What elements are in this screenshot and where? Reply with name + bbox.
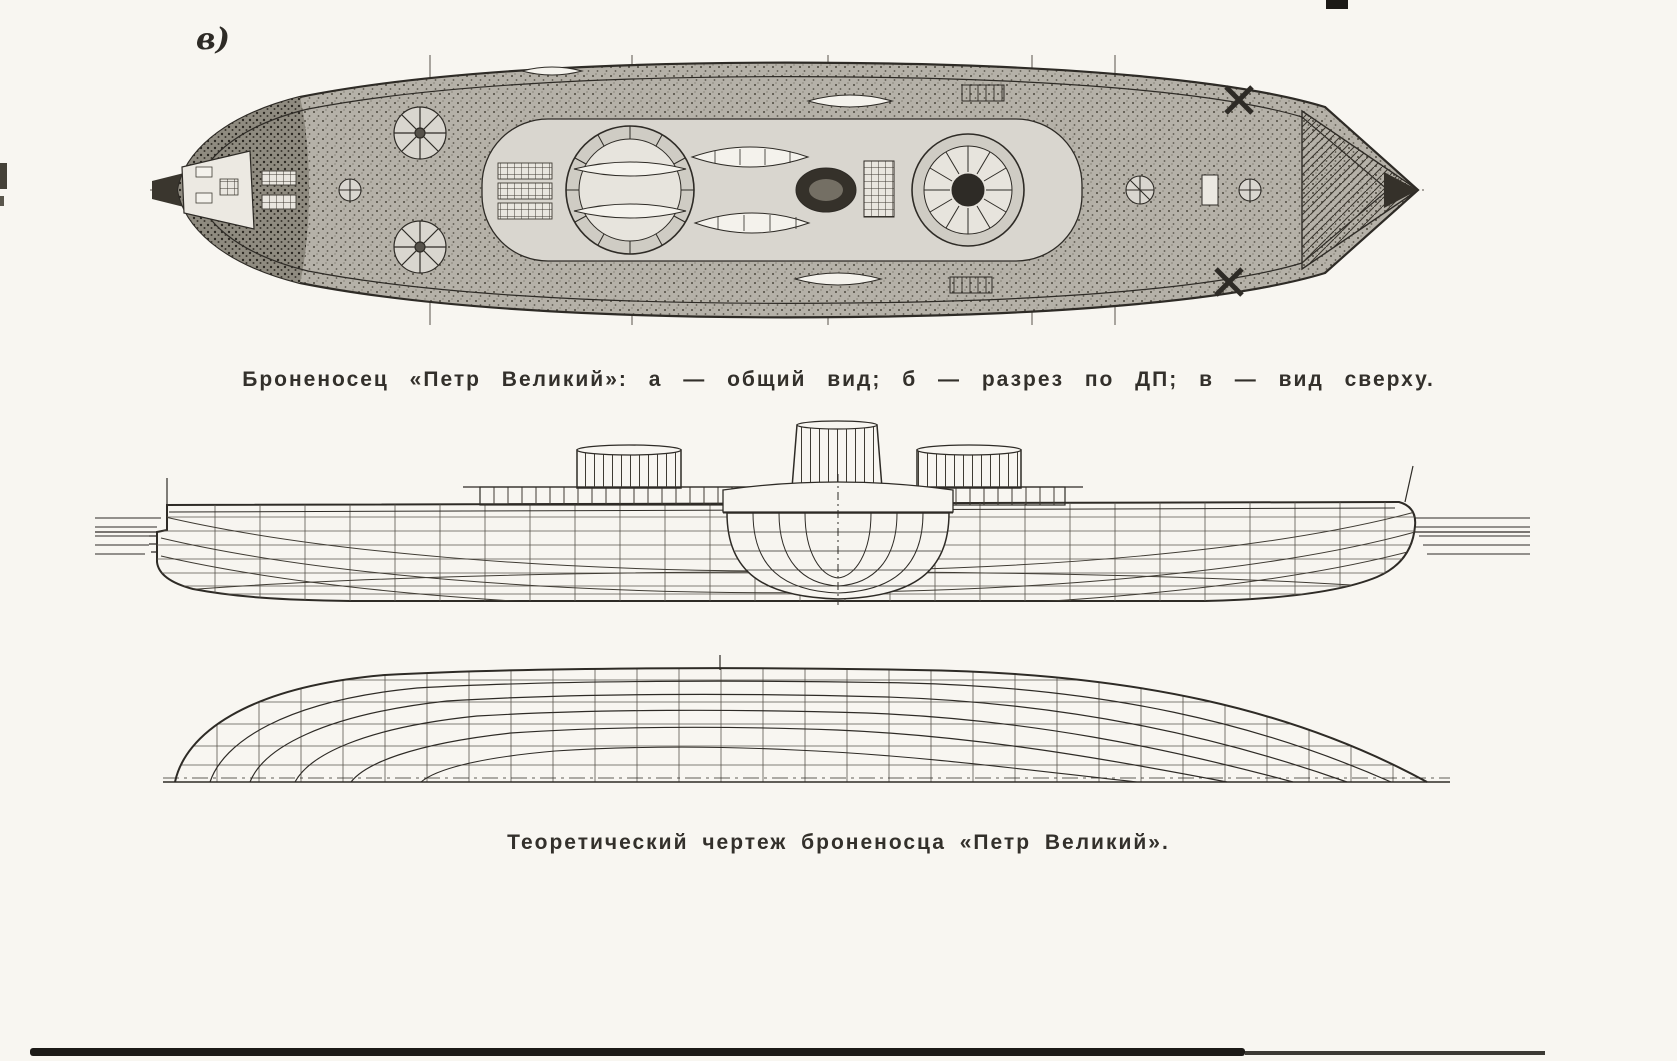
scan-mark-left bbox=[0, 163, 7, 189]
anchor-marks bbox=[1214, 85, 1254, 297]
after-funnel-top bbox=[916, 444, 1022, 456]
caption-main: Броненосец «Петр Великий»: а — общий вид… bbox=[242, 368, 1435, 391]
deck-hatch-upper bbox=[961, 84, 1005, 102]
fore-capstan bbox=[1125, 175, 1155, 205]
funnel-opening bbox=[809, 179, 843, 201]
mast-tower bbox=[791, 424, 883, 489]
scan-edge-bottom bbox=[30, 1048, 1245, 1056]
grating-cluster bbox=[497, 162, 553, 220]
fore-turret bbox=[911, 133, 1025, 247]
waterline-hatching bbox=[95, 517, 1530, 555]
bow-tip bbox=[1384, 172, 1418, 208]
aft-turret bbox=[565, 125, 695, 255]
bow-hatched-area bbox=[1301, 109, 1420, 271]
skylight-grating bbox=[863, 160, 895, 218]
deck-plan-figure bbox=[150, 55, 1430, 325]
body-plan-sections bbox=[723, 474, 953, 605]
aft-skylight bbox=[261, 194, 297, 210]
figure-label-v: в) bbox=[196, 22, 230, 57]
waterline-curves bbox=[174, 667, 1428, 783]
bow-hatch bbox=[1201, 174, 1219, 206]
capstan-lower bbox=[393, 220, 447, 274]
stern-spike bbox=[152, 173, 184, 207]
half-breadth-figure bbox=[163, 655, 1450, 783]
stern-grating bbox=[219, 178, 239, 196]
sheer-plan-figure bbox=[95, 420, 1530, 605]
scan-mark-left-small bbox=[0, 196, 4, 206]
caption-lines-plan: Теоретический чертеж броненосца «Петр Ве… bbox=[507, 831, 1170, 854]
scan-mark-top bbox=[1326, 0, 1348, 9]
forward-funnel-top bbox=[576, 444, 682, 456]
stern-hatch bbox=[195, 166, 213, 178]
capstan-upper bbox=[393, 106, 447, 160]
waterplane-grid bbox=[175, 668, 1427, 782]
boats-amidships bbox=[520, 66, 894, 286]
ram-teeth bbox=[149, 535, 157, 553]
flagstaff bbox=[1404, 465, 1414, 503]
deck-hatch-lower bbox=[949, 276, 993, 294]
mast-top bbox=[796, 420, 878, 430]
scan-edge-bottom-thin bbox=[1245, 1051, 1545, 1055]
after-funnel bbox=[916, 449, 1022, 489]
aft-capstan-small bbox=[338, 178, 362, 202]
aft-skylight bbox=[261, 170, 297, 186]
stern-hatch bbox=[195, 192, 213, 204]
forward-funnel bbox=[576, 449, 682, 489]
bow-capstan bbox=[1238, 178, 1262, 202]
